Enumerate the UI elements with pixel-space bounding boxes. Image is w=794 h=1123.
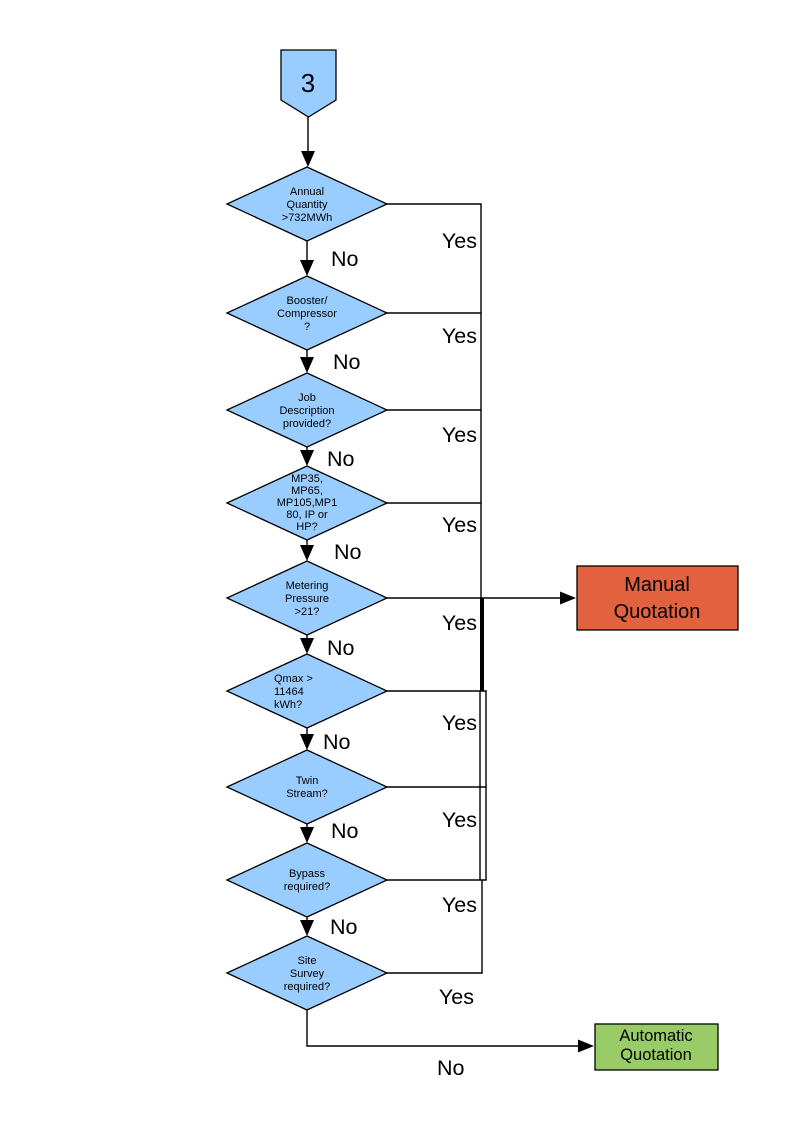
yes-label-8: Yes	[442, 893, 477, 917]
offpage-connector-shape	[280, 49, 337, 118]
edge-to-automatic	[306, 1010, 578, 1047]
arrowhead-no-8	[300, 920, 314, 936]
no-labels: No No No No No No No No No	[323, 247, 465, 1080]
no-label-4: No	[334, 540, 362, 564]
diamond-shape	[225, 560, 389, 636]
yes-labels: Yes Yes Yes Yes Yes Yes Yes Yes Yes	[439, 229, 477, 1009]
no-label-3: No	[327, 447, 355, 471]
diamond-shape	[225, 749, 389, 825]
diamond-shape	[225, 842, 389, 918]
yes-label-1: Yes	[442, 229, 477, 253]
diamond-shape	[225, 166, 389, 242]
arrowhead-no-2	[300, 357, 314, 373]
no-label-5: No	[327, 636, 355, 660]
arrowhead-manual	[560, 591, 576, 605]
diamond-shape	[225, 275, 389, 351]
manual-quotation-box	[576, 565, 739, 631]
yes-label-2: Yes	[442, 324, 477, 348]
yes-label-6: Yes	[442, 711, 477, 735]
arrowhead-no-5	[300, 638, 314, 654]
diamond-shape	[225, 465, 389, 541]
arrowhead-to-annual	[301, 151, 315, 167]
no-label-1: No	[331, 247, 359, 271]
arrowhead-no-6	[300, 734, 314, 750]
diamond-shape	[225, 372, 389, 448]
decision-label: Booster/Compressor?	[277, 295, 337, 333]
offpage-connector-3: 3	[280, 49, 337, 118]
flow-edges	[306, 117, 578, 1047]
decision-booster-compressor: Booster/Compressor?	[225, 275, 389, 351]
automatic-quotation-box	[594, 1023, 719, 1071]
yes-label-7: Yes	[442, 808, 477, 832]
arrowhead-no-7	[300, 827, 314, 843]
arrowhead-automatic	[578, 1039, 594, 1053]
no-label-6: No	[323, 730, 351, 754]
arrowheads	[300, 151, 594, 1053]
yes-label-9: Yes	[439, 985, 474, 1009]
arrowhead-no-4	[300, 545, 314, 561]
no-label-final: No	[437, 1056, 465, 1080]
diamond-shape	[225, 935, 389, 1011]
diamond-shape	[225, 653, 389, 729]
yes-label-3: Yes	[442, 423, 477, 447]
yes-label-5: Yes	[442, 611, 477, 635]
no-label-7: No	[331, 819, 359, 843]
no-label-2: No	[333, 350, 361, 374]
arrowhead-no-3	[300, 450, 314, 466]
arrowhead-no-1	[300, 260, 314, 276]
no-label-8: No	[330, 915, 358, 939]
offpage-connector-label: 3	[301, 68, 315, 98]
yes-label-4: Yes	[442, 513, 477, 537]
